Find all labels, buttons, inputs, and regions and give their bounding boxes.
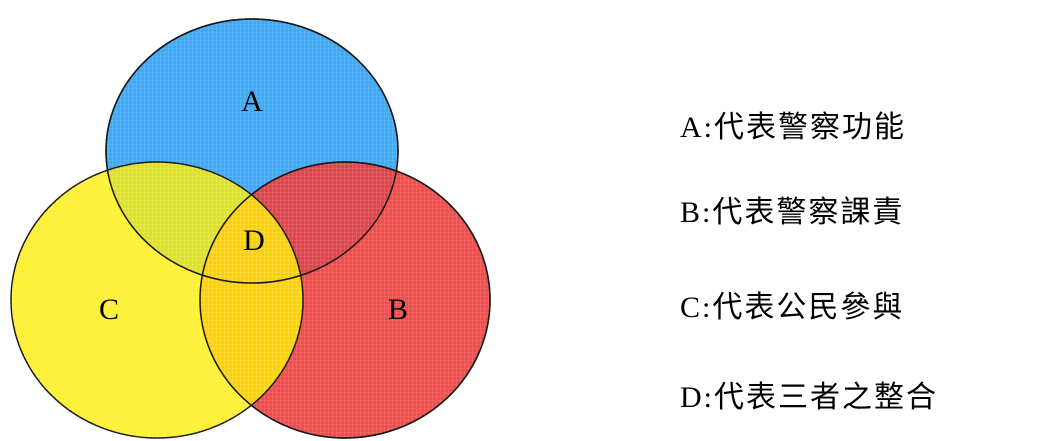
legend-item-c: C:代表公民參與	[680, 291, 905, 324]
intersection-label: D	[243, 224, 265, 257]
circle-b-outline	[199, 161, 491, 439]
legend-item-a: A:代表警察功能	[680, 111, 906, 144]
legend-item-b: B:代表警察課責	[680, 196, 905, 229]
circle-c-label: C	[99, 293, 119, 326]
circle-a-outline	[105, 18, 399, 284]
circle-b-label: B	[388, 293, 408, 326]
circle-c-texture	[11, 162, 303, 438]
circle-a-label: A	[241, 85, 263, 118]
venn-diagram: A B C D	[10, 18, 491, 439]
legend: A:代表警察功能 B:代表警察課責 C:代表公民參與 D:代表三者之整合	[680, 0, 1040, 441]
legend-item-d: D:代表三者之整合	[680, 381, 938, 414]
